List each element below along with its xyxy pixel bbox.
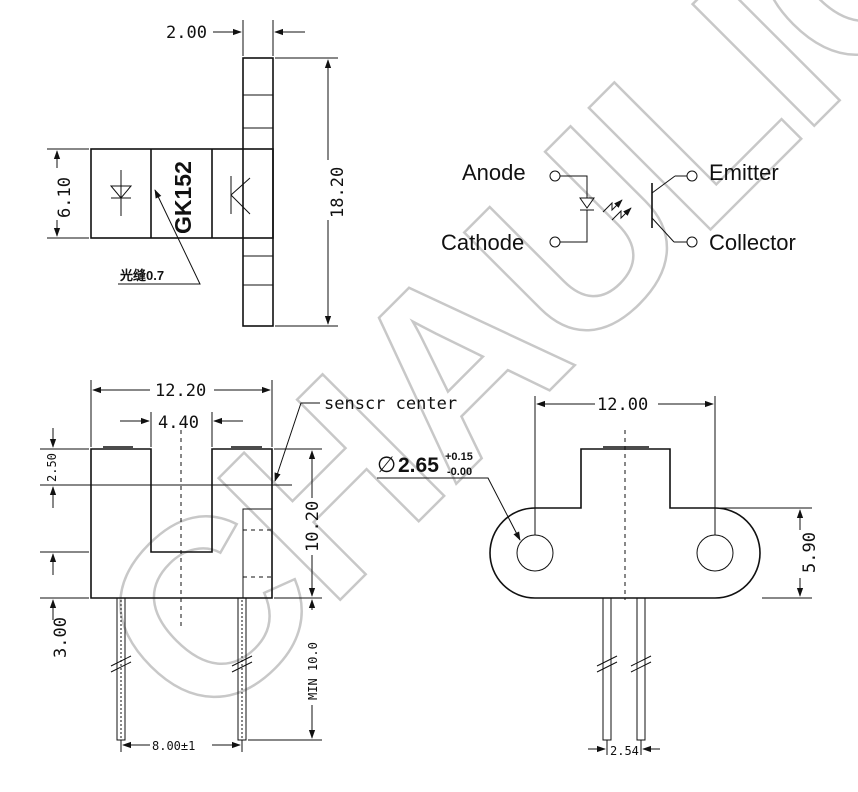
light-emission-icon xyxy=(602,199,623,213)
lead-break-mark-icon xyxy=(110,655,132,667)
dim-side-height: 5.90 xyxy=(800,532,820,573)
side-view-body xyxy=(489,448,761,599)
transistor-marking-icon xyxy=(230,176,251,215)
emitter-label: Emitter xyxy=(709,160,779,185)
dim-slot-width: 4.40 xyxy=(158,413,199,433)
hole-diameter-value: 2.65 xyxy=(398,454,439,477)
dim-bottom-offset: 3.00 xyxy=(51,617,71,658)
dim-top-offset: 2.50 xyxy=(45,453,59,482)
led-symbol-icon xyxy=(579,197,595,209)
top-view-body xyxy=(90,148,274,239)
slit-width-note: 光缝0.7 xyxy=(119,268,164,283)
dim-total-length: 18.20 xyxy=(328,167,348,218)
dim-front-width: 12.20 xyxy=(155,381,206,401)
top-view: GK152 光缝0.7 2.00 6.10 18.20 xyxy=(47,20,348,327)
dim-front-height: 10.20 xyxy=(303,501,323,552)
mounting-hole-right xyxy=(696,534,734,572)
dim-tab-width: 2.00 xyxy=(166,23,207,43)
front-view-body xyxy=(90,448,273,599)
cathode-label: Cathode xyxy=(441,230,524,255)
part-number-label: GK152 xyxy=(170,161,196,234)
sensor-center-label: senscr center xyxy=(324,394,457,414)
dim-lead-length: MIN 10.0 xyxy=(306,642,320,700)
dim-hole-spacing: 12.00 xyxy=(597,395,648,415)
dim-lead-pitch: 8.00±1 xyxy=(152,739,195,753)
side-view: 12.00 5.90 2.54 ∅ 2.65 +0.15 -0.00 xyxy=(377,395,820,758)
anode-label: Anode xyxy=(462,160,526,185)
hole-tolerance-minus: -0.00 xyxy=(447,466,472,478)
dim-side-lead-pitch: 2.54 xyxy=(610,744,639,758)
hole-tolerance-plus: +0.15 xyxy=(445,451,473,463)
dim-body-height: 6.10 xyxy=(55,177,75,218)
diode-marking-icon xyxy=(109,170,133,216)
circuit-diagram: Anode Cathode Emitter Collector xyxy=(441,160,796,255)
mounting-hole-left xyxy=(516,534,554,572)
top-view-tab xyxy=(242,57,274,327)
front-view: 12.20 4.40 2.50 3.00 10.20 MIN 10.0 xyxy=(40,380,457,753)
diameter-symbol-icon: ∅ xyxy=(377,452,396,477)
collector-label: Collector xyxy=(709,230,796,255)
